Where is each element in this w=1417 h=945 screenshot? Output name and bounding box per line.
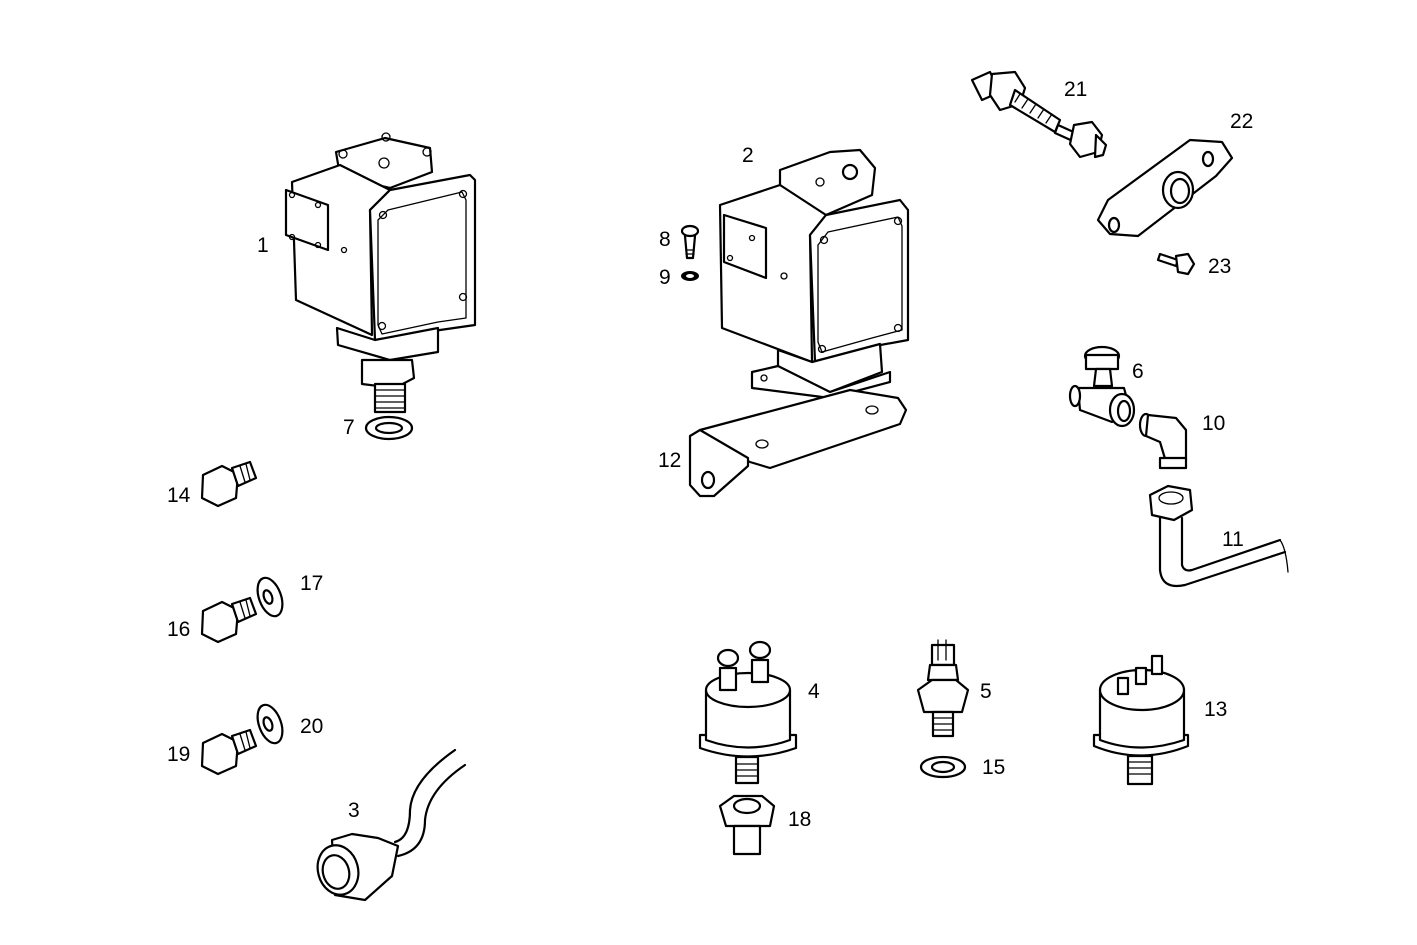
label-4: 4 bbox=[808, 680, 820, 703]
part-22-flange-plate[interactable] bbox=[1096, 138, 1234, 238]
part-14-hex-bolt[interactable] bbox=[200, 460, 258, 508]
part-21-threaded-connector[interactable] bbox=[970, 70, 1108, 159]
part-13-pressure-sensor[interactable] bbox=[1092, 654, 1190, 786]
part-2-pressure-switch[interactable] bbox=[718, 148, 910, 400]
part-11-pipe[interactable] bbox=[1148, 484, 1289, 588]
label-1: 1 bbox=[257, 234, 269, 257]
part-9-lock-washer[interactable] bbox=[681, 271, 699, 281]
label-13: 13 bbox=[1204, 698, 1227, 721]
label-5: 5 bbox=[980, 680, 992, 703]
label-16: 16 bbox=[167, 618, 190, 641]
part-8-screw[interactable] bbox=[680, 224, 700, 260]
part-10-elbow-fitting[interactable] bbox=[1138, 412, 1188, 470]
part-7-sealing-washer[interactable] bbox=[364, 415, 414, 441]
part-6-t-fitting[interactable] bbox=[1068, 345, 1136, 428]
label-22: 22 bbox=[1230, 110, 1253, 133]
label-8: 8 bbox=[659, 228, 671, 251]
label-11: 11 bbox=[1222, 528, 1244, 551]
label-15: 15 bbox=[982, 756, 1005, 779]
part-19-hex-bolt[interactable] bbox=[200, 728, 258, 776]
part-18-adapter-nut[interactable] bbox=[718, 794, 776, 856]
part-15-sealing-washer[interactable] bbox=[919, 755, 967, 779]
label-14: 14 bbox=[167, 484, 191, 507]
label-17: 17 bbox=[300, 572, 323, 595]
part-3-cable-connector[interactable] bbox=[312, 748, 467, 902]
part-5-pressure-switch[interactable] bbox=[916, 639, 970, 738]
label-3: 3 bbox=[348, 799, 360, 822]
label-7: 7 bbox=[343, 416, 355, 439]
label-18: 18 bbox=[788, 808, 811, 831]
label-20: 20 bbox=[300, 715, 323, 738]
part-16-hex-bolt[interactable] bbox=[200, 596, 258, 644]
part-17-washer[interactable] bbox=[253, 574, 287, 619]
label-12: 12 bbox=[658, 449, 681, 472]
part-20-washer[interactable] bbox=[253, 701, 287, 746]
label-6: 6 bbox=[1132, 360, 1144, 383]
label-2: 2 bbox=[742, 144, 754, 167]
label-23: 23 bbox=[1208, 255, 1231, 278]
part-4-pressure-sensor[interactable] bbox=[698, 640, 798, 785]
part-23-screw[interactable] bbox=[1156, 252, 1196, 276]
label-19: 19 bbox=[167, 743, 190, 766]
label-9: 9 bbox=[659, 266, 671, 289]
label-10: 10 bbox=[1202, 412, 1225, 435]
part-1-pressure-switch[interactable] bbox=[284, 132, 477, 414]
part-12-mounting-bracket[interactable] bbox=[688, 388, 908, 498]
label-21: 21 bbox=[1064, 78, 1087, 101]
